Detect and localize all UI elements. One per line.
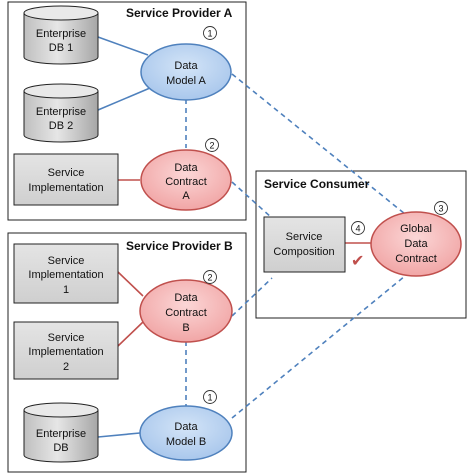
- composition-label-line1: Service: [286, 231, 323, 243]
- data-contract-b-ellipse: Data Contract B: [139, 279, 233, 343]
- model-b-label-line2: Model B: [166, 436, 206, 448]
- step-badge-contract-b: 2: [203, 270, 217, 284]
- impl-a-label-line2: Implementation: [28, 182, 103, 194]
- checkmark-icon: ✔: [351, 251, 364, 270]
- db2-label-line1: Enterprise: [36, 106, 86, 118]
- impl1-label-line1: Service: [48, 255, 85, 267]
- composition-label-line2: Composition: [273, 246, 334, 258]
- impl1-label-line3: 1: [63, 284, 69, 296]
- svg-text:3: 3: [438, 204, 443, 214]
- global-label-line3: Contract: [395, 253, 437, 265]
- svg-text:1: 1: [207, 393, 212, 403]
- enterprise-db2-cylinder: Enterprise DB 2: [23, 83, 99, 143]
- model-a-label-line1: Data: [174, 60, 198, 72]
- impl2-label-line2: Implementation: [28, 346, 103, 358]
- service-implementation-a-box: Service Implementation: [13, 153, 119, 206]
- connector-impl1-contract-b: [117, 271, 144, 297]
- provider-a-frame: [7, 1, 247, 221]
- service-implementation-1-box: Service Implementation 1: [13, 243, 119, 304]
- db1-label-line1: Enterprise: [36, 28, 86, 40]
- step-badge-model-a: 1: [203, 26, 217, 40]
- step-badge-composition: 4: [351, 221, 365, 235]
- data-contract-a-ellipse: Data Contract A: [140, 149, 232, 211]
- model-b-label-line1: Data: [174, 421, 198, 433]
- service-implementation-2-box: Service Implementation 2: [13, 321, 119, 380]
- enterprise-db1-cylinder: Enterprise DB 1: [23, 5, 99, 65]
- global-data-contract-ellipse: Global Data Contract: [370, 211, 462, 277]
- contract-a-label-line2: Contract: [165, 176, 207, 188]
- db-b-label-line1: Enterprise: [36, 428, 86, 440]
- svg-text:2: 2: [209, 141, 214, 151]
- connector-impl2-contract-b: [117, 321, 144, 347]
- contract-b-label-line2: Contract: [165, 307, 207, 319]
- db-b-label-line2: DB: [53, 442, 68, 454]
- consumer-frame: [255, 170, 467, 319]
- data-model-b-ellipse: Data Model B: [139, 405, 233, 461]
- svg-text:4: 4: [355, 224, 360, 234]
- contract-a-label-line1: Data: [174, 162, 198, 174]
- provider-a-title: Service Provider A: [126, 6, 233, 20]
- global-label-line2: Data: [404, 238, 428, 250]
- model-a-label-line2: Model A: [166, 75, 206, 87]
- global-label-line1: Global: [400, 223, 432, 235]
- db1-label-line2: DB 1: [49, 42, 73, 54]
- impl2-label-line1: Service: [48, 332, 85, 344]
- step-badge-global: 3: [434, 201, 448, 215]
- data-model-a-ellipse: Data Model A: [140, 43, 232, 101]
- svg-text:2: 2: [207, 273, 212, 283]
- contract-a-label-line3: A: [182, 190, 190, 202]
- provider-b-frame: [7, 232, 247, 473]
- consumer-title: Service Consumer: [264, 177, 370, 191]
- dashed-contract-b-composition: [231, 277, 273, 317]
- db2-label-line2: DB 2: [49, 120, 73, 132]
- step-badge-model-b: 1: [203, 390, 217, 404]
- enterprise-db-b-cylinder: Enterprise DB: [23, 402, 99, 463]
- step-badge-contract-a: 2: [205, 138, 219, 152]
- connector-db1-model-a: [97, 36, 149, 56]
- connector-db-model-b: [97, 432, 141, 438]
- impl1-label-line2: Implementation: [28, 269, 103, 281]
- contract-b-label-line3: B: [182, 322, 189, 334]
- impl2-label-line3: 2: [63, 361, 69, 373]
- service-composition-box: Service Composition: [263, 216, 346, 273]
- svg-text:1: 1: [207, 29, 212, 39]
- impl-a-label-line1: Service: [48, 167, 85, 179]
- provider-b-title: Service Provider B: [126, 239, 233, 253]
- dashed-model-b-global: [231, 275, 406, 419]
- connector-db2-model-a: [97, 87, 151, 111]
- dashed-model-a-global: [231, 73, 406, 215]
- contract-b-label-line1: Data: [174, 292, 198, 304]
